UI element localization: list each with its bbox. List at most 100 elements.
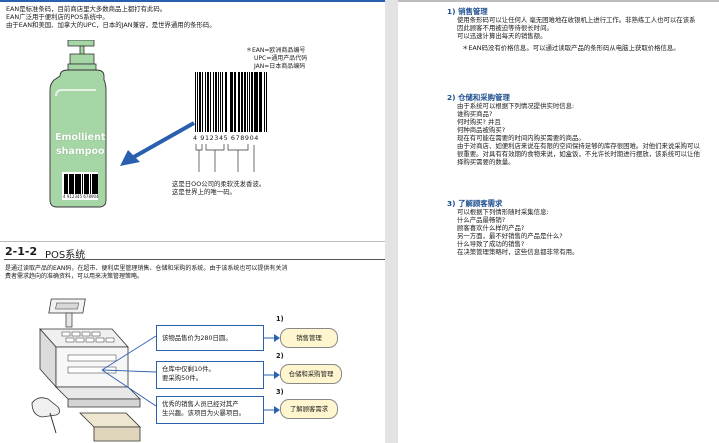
barcode-bar xyxy=(222,72,224,132)
large-barcode-digits: 4 912345 678904 xyxy=(193,134,259,142)
bottle-label-line-2: shampoo xyxy=(56,146,105,157)
barcode-bar xyxy=(64,174,65,194)
barcode-bar xyxy=(217,72,219,132)
barcode-bar xyxy=(90,174,92,194)
register-connector-lines xyxy=(101,335,157,407)
right-section-1-note: ＊EAN码没有价格信息。可以通过读取产品的条形码从电脑上获取价格信息。 xyxy=(462,44,680,52)
section-body-line-2: 费者需求趋向的准确资料，可以用来决策管理策略。 xyxy=(5,273,144,280)
bottle-label-line-1: Emollient xyxy=(55,132,106,143)
legend-upc: UPC=通用产品代码 xyxy=(254,55,308,62)
legend-jan: JAN=日本商品编码 xyxy=(254,63,306,70)
right-section-1-line-2: 因此顾客不用被迫等待很长时间。 xyxy=(457,24,553,32)
barcode-bar xyxy=(85,174,87,194)
flow-callout-1: 该物品售价为280日圆。 xyxy=(156,325,264,351)
right-section-1-title: 1) 销售管理 xyxy=(447,7,488,16)
barcode-bar xyxy=(71,174,72,194)
barcode-bar xyxy=(199,72,201,132)
right-section-3-line-2: 什么产品最畅销? xyxy=(457,216,506,224)
barcode-bar xyxy=(66,174,67,194)
barcode-bar xyxy=(82,174,84,194)
section-divider xyxy=(0,241,385,242)
large-barcode xyxy=(195,72,267,132)
right-section-3-line-1: 可以根据下列情形随时采集信息: xyxy=(457,208,549,216)
barcode-bar xyxy=(68,174,70,194)
barcode-bar xyxy=(246,72,248,132)
barcode-bar xyxy=(195,72,196,132)
flow-number-1: 1) xyxy=(276,315,284,323)
barcode-bar xyxy=(232,72,234,132)
flow-callout-1-line-1: 该物品售价为280日圆。 xyxy=(162,334,232,342)
intro-line-3: 由于EAN和美国、加拿大的UPC，日本的JAN兼容，是世界通用的条形码。 xyxy=(6,21,216,29)
barcode-bar xyxy=(78,174,79,194)
barcode-bar xyxy=(234,72,236,132)
barcode-bar xyxy=(260,72,263,132)
tag-customer-needs: 了解顾客需求 xyxy=(280,399,338,419)
right-section-2-line-6: 由于对商店、如便利店来说在有限的空间保持足够的库存很困难。对他们来说采购可以 xyxy=(457,142,700,150)
barcode-bar xyxy=(263,72,265,132)
barcode-bar xyxy=(91,174,93,194)
right-section-2-line-3: 何时购买? 并且 xyxy=(457,118,501,126)
flow-number-3: 3) xyxy=(276,388,284,396)
barcode-bar xyxy=(78,174,80,194)
right-section-2-line-7: 很重要。对具有有效期的食物来说，如盒饭，不允许长时期进行摆放，该系统可以让他 xyxy=(457,150,700,158)
barcode-bar xyxy=(67,174,68,194)
right-section-3-line-3: 顾客喜欢什么样的产品? xyxy=(457,224,525,232)
barcode-bar xyxy=(240,72,244,132)
large-barcode-area: 4 912345 678904 xyxy=(193,72,267,144)
barcode-note-line-1: 这是日OO公司的柔软洗发香波。 xyxy=(172,180,266,188)
arrow-icon xyxy=(120,121,195,166)
right-section-1-line-3: 可以迅速计算出每天的销售额。 xyxy=(457,32,547,40)
barcode-bar xyxy=(97,174,98,194)
barcode-bar xyxy=(87,174,88,194)
barcode-bar xyxy=(84,174,85,194)
pos-register-illustration xyxy=(28,295,158,443)
right-section-3-line-4: 另一方面，最不好销售的产品是什么? xyxy=(457,232,563,240)
barcode-bar xyxy=(64,174,66,194)
tag-inventory-purchasing: 仓储和采购管理 xyxy=(280,364,342,384)
barcode-bar xyxy=(80,174,82,194)
right-section-2-line-4: 何种商品被购买? xyxy=(457,126,506,134)
right-page: 1) 销售管理 使用条形码可以让任何人 毫无困难地在收银机上进行工作。非熟练工人… xyxy=(398,0,719,443)
barcode-bar xyxy=(72,174,73,194)
intro-line-1: EAN是标准条码，目前商店里大多数商品上都打有此码。 xyxy=(6,5,167,13)
flow-number-2: 2) xyxy=(276,352,284,360)
tag-arrows xyxy=(264,334,280,414)
intro-line-2: EAN广泛用于便利店的POS系统中。 xyxy=(6,13,109,21)
flow-callout-2-line-1: 仓库中仅剩10件。 xyxy=(162,365,215,373)
section-underline xyxy=(4,259,385,260)
barcode-bar xyxy=(255,72,258,132)
barcode-bar xyxy=(237,72,239,132)
shampoo-bottle-illustration: Emollient shampoo 4 912345 678904 xyxy=(48,39,118,210)
barcode-bar xyxy=(94,174,95,194)
flow-callout-3-line-2: 生兴趣。该项目为火暴项目。 xyxy=(162,409,246,417)
barcode-bar xyxy=(69,174,71,194)
barcode-bar xyxy=(265,72,267,132)
top-rule xyxy=(0,0,385,2)
flow-callout-3: 优秀的销售人员已经对其产 生兴趣。该项目为火暴项目。 xyxy=(156,396,264,424)
barcode-bar xyxy=(84,174,86,194)
barcode-bar xyxy=(205,72,207,132)
section-title: POS系统 xyxy=(45,250,86,261)
right-section-2-line-8: 择购买需要的数量。 xyxy=(457,158,515,166)
right-section-2-line-2: 谁购买商品? xyxy=(457,110,493,118)
barcode-bar xyxy=(212,72,214,132)
barcode-bar xyxy=(206,72,209,132)
flow-callout-2: 仓库中仅剩10件。 要采购50件。 xyxy=(156,361,264,389)
barcode-bar xyxy=(253,72,255,132)
barcode-bar xyxy=(89,174,91,194)
barcode-bar xyxy=(73,174,75,194)
left-page: EAN是标准条码，目前商店里大多数商品上都打有此码。 EAN广泛用于便利店的PO… xyxy=(0,0,385,443)
barcode-bar xyxy=(88,174,89,194)
right-top-rule xyxy=(398,0,719,2)
barcode-bar xyxy=(96,174,97,194)
barcode-bar xyxy=(251,72,253,132)
bottle-barcode-area: 4 912345 678904 xyxy=(62,172,99,200)
right-section-2-line-1: 由于系统可以根据下列情况提供实时信息: xyxy=(457,102,575,110)
digit-bracket-lines xyxy=(195,144,255,172)
barcode-bar xyxy=(210,72,212,132)
barcode-bar xyxy=(229,72,232,132)
right-section-3-line-6: 在决策管理策略时，这些信息都非常有用。 xyxy=(457,248,579,256)
bottle-barcode-digits: 4 912345 678904 xyxy=(63,194,99,199)
barcode-note-line-2: 这是世界上的唯一码。 xyxy=(172,188,236,196)
section-number: 2-1-2 xyxy=(5,245,38,258)
